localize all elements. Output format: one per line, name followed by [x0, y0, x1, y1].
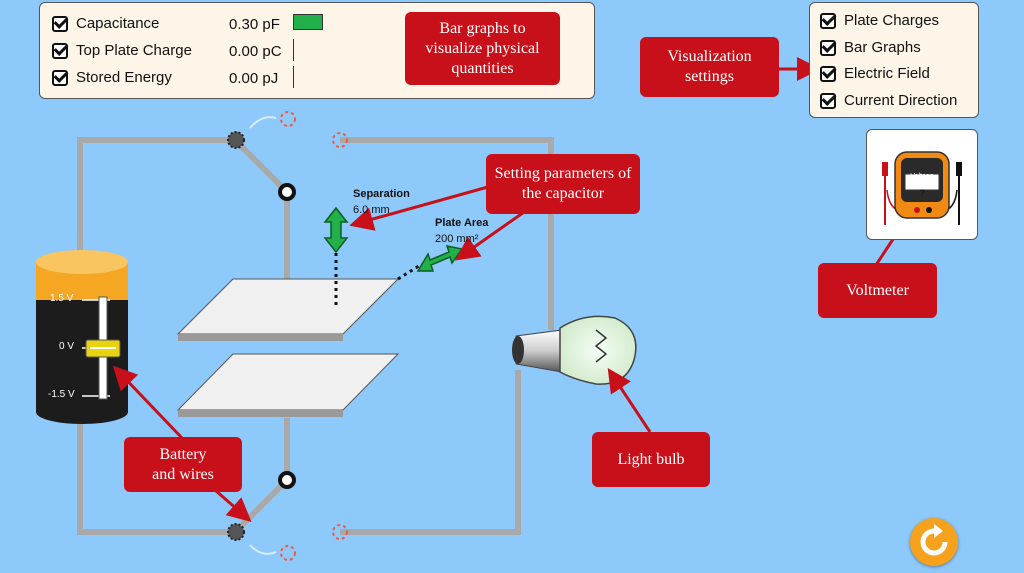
bottom-plate: [176, 353, 400, 411]
plate-area-label: Plate Area: [435, 217, 489, 229]
plate-area-drag-handle[interactable]: [416, 245, 464, 272]
capacitance-bar: [293, 14, 323, 30]
battery-voltage-slider-thumb[interactable]: [85, 339, 121, 358]
stored-energy-label: Stored Energy: [76, 69, 172, 86]
plate-charges-option[interactable]: Plate Charges: [820, 12, 939, 29]
capacitance-checkbox[interactable]: [52, 15, 68, 32]
callout-voltmeter: Voltmeter: [818, 263, 937, 318]
callout-bar-graphs: Bar graphs to visualize physical quantit…: [405, 12, 560, 85]
plate-area-guide: [397, 262, 423, 281]
current-direction-option[interactable]: Current Direction: [820, 92, 957, 109]
wires: [77, 137, 554, 535]
light-bulb: [512, 315, 637, 385]
battery-tick-mid: 0 V: [59, 341, 75, 352]
top-plate: [176, 278, 400, 335]
plate-area-value: 200 mm²: [435, 233, 479, 245]
voltmeter-label: Voltage: [910, 173, 934, 180]
bottom-switch[interactable]: [227, 471, 348, 561]
bar-graphs-option[interactable]: Bar Graphs: [820, 39, 921, 56]
separation-drag-handle[interactable]: [323, 206, 349, 254]
voltmeter-reading: ?: [919, 188, 925, 198]
stored-energy-checkbox[interactable]: [52, 69, 68, 86]
reset-icon: [920, 524, 948, 556]
bar-graphs-label: Bar Graphs: [844, 39, 921, 56]
reset-button[interactable]: [910, 518, 958, 566]
top-switch[interactable]: [227, 111, 348, 201]
current-direction-label: Current Direction: [844, 92, 958, 109]
top-plate-charge-row[interactable]: Top Plate Charge: [52, 42, 192, 59]
callout-visualization: Visualization settings: [640, 37, 779, 97]
stored-energy-bar: [293, 66, 294, 88]
separation-value: 6.0 mm: [353, 204, 390, 216]
electric-field-label: Electric Field: [844, 65, 930, 82]
top-plate-charge-bar: [293, 39, 294, 61]
plate-charges-label: Plate Charges: [844, 12, 940, 29]
stored-energy-row[interactable]: Stored Energy: [52, 69, 172, 86]
current-direction-checkbox[interactable]: [820, 92, 836, 109]
visualization-panel: Plate Charges Bar Graphs Electric Field …: [809, 2, 979, 118]
electric-field-checkbox[interactable]: [820, 65, 836, 82]
stored-energy-value: 0.00 pJ: [229, 70, 279, 87]
voltmeter-toolbox[interactable]: Voltage ?: [866, 129, 978, 240]
plate-charges-checkbox[interactable]: [820, 12, 836, 29]
capacitance-row[interactable]: Capacitance: [52, 15, 159, 32]
top-plate-charge-checkbox[interactable]: [52, 42, 68, 59]
top-plate-edge: [178, 334, 343, 341]
separation-label: Separation: [353, 188, 410, 200]
capacitance-value: 0.30 pF: [229, 16, 280, 33]
battery-tick-top: 1.5 V: [50, 293, 74, 304]
top-plate-charge-label: Top Plate Charge: [76, 42, 192, 59]
callout-battery: Battery and wires: [124, 437, 242, 492]
voltmeter-icon[interactable]: [867, 130, 977, 239]
electric-field-option[interactable]: Electric Field: [820, 65, 930, 82]
callout-parameters: Setting parameters of the capacitor: [486, 154, 640, 214]
callout-light-bulb: Light bulb: [592, 432, 710, 487]
bottom-plate-edge: [178, 410, 343, 417]
top-plate-charge-value: 0.00 pC: [229, 43, 282, 60]
battery-tick-bottom: -1.5 V: [48, 389, 75, 400]
capacitance-label: Capacitance: [76, 15, 160, 32]
bar-graphs-checkbox[interactable]: [820, 39, 836, 56]
